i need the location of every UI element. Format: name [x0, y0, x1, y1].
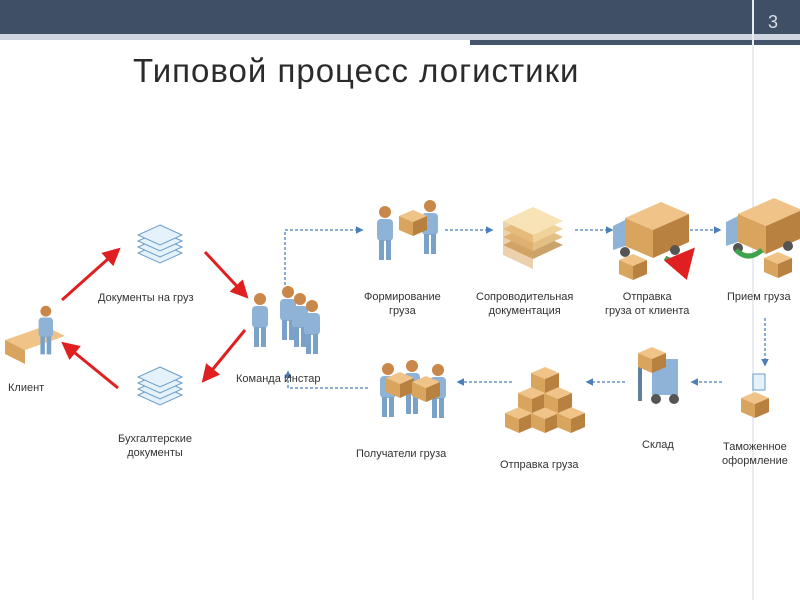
label-warehouse: Склад: [642, 439, 674, 451]
label-recipients: Получатели груза: [356, 448, 447, 460]
slide-side-line: [752, 0, 754, 600]
arrow-accounting-to-client: [61, 341, 119, 390]
team-icon: [252, 286, 320, 354]
label-forming-line2: груза: [389, 305, 416, 317]
truck-reception-icon: [726, 198, 800, 278]
forming-cargo-icon: [377, 200, 438, 260]
documentation-stack-icon: [503, 207, 563, 269]
label-forming-line1: Формирование: [364, 291, 441, 303]
cargo-docs-icon: [137, 224, 183, 264]
arrow-client-to-docs: [61, 247, 121, 302]
label-documentation-line1: Сопроводительная: [476, 291, 574, 303]
accounting-docs-icon: [137, 366, 183, 406]
label-accounting-docs: Бухгалтерские документы: [118, 432, 192, 460]
label-forming: Формирование груза: [364, 290, 441, 318]
label-customs-line1: Таможенное: [723, 441, 787, 453]
label-reception: Прием груза: [727, 291, 791, 303]
label-accounting-line2: документы: [127, 447, 183, 459]
label-customs: Таможенное оформление: [722, 440, 788, 468]
arrow-recipients-to-team: [284, 370, 368, 389]
arrow-docs-to-team: [203, 250, 249, 299]
truck-dispatch-icon: [613, 202, 695, 280]
label-accounting-line1: Бухгалтерские: [118, 433, 193, 445]
label-dispatch: Отправка груза: [500, 459, 579, 471]
slide-number: 3: [767, 12, 778, 32]
header-accent-bar: [470, 40, 800, 45]
label-client: Клиент: [8, 382, 45, 394]
label-dispatch-client-line1: Отправка: [622, 291, 672, 303]
label-documentation-line2: документация: [488, 305, 561, 317]
slide-header-bar: [0, 0, 800, 34]
warehouse-forklift-icon: [638, 347, 679, 404]
dispatch-boxes-icon: [505, 367, 585, 433]
label-team: Команда Инстар: [236, 373, 321, 385]
client-icon: [5, 305, 65, 364]
label-dispatch-client-line2: груза от клиента: [605, 305, 690, 317]
label-documentation: Сопроводительная документация: [476, 290, 573, 318]
label-dispatch-client: Отправка груза от клиента: [605, 290, 689, 318]
page-title: Типовой процесс логистики: [133, 52, 580, 89]
header-divider: [0, 34, 800, 40]
arrow-team-to-forming: [284, 226, 364, 285]
customs-icon: [741, 373, 769, 418]
label-cargo-docs: Документы на груз: [98, 292, 194, 304]
arrow-team-to-accounting: [201, 329, 247, 383]
label-customs-line2: оформление: [722, 455, 788, 467]
recipients-icon: [380, 360, 446, 418]
